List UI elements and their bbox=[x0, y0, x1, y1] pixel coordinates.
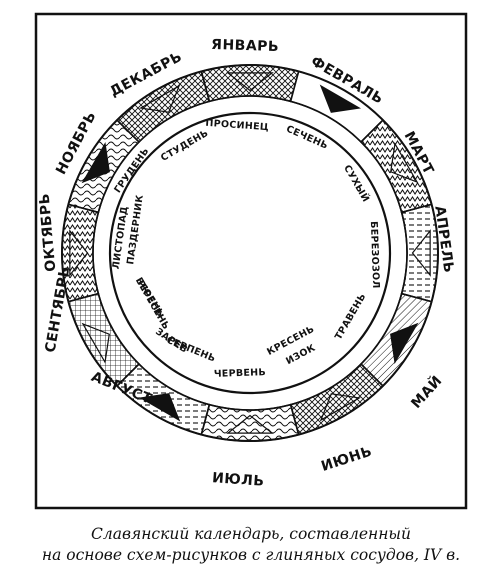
sector-november-motif bbox=[81, 141, 110, 184]
inner-label-cherven: ЧЕРВЕНЬ bbox=[214, 367, 267, 380]
inner-label-veresen: ВЕРЕСЕНЬ bbox=[133, 276, 172, 332]
inner-label-pazdernik: ПАЗДЕРНИК bbox=[125, 194, 146, 265]
sector-layer bbox=[61, 64, 439, 442]
ring-mid-border bbox=[92, 95, 408, 411]
sector-may-motif bbox=[390, 322, 419, 365]
month-label-october: ОКТЯБРЬ bbox=[37, 192, 60, 272]
sector-december-motif bbox=[138, 84, 181, 113]
inner-label-sechen: СЕЧЕНЬ bbox=[284, 124, 329, 152]
inner-label-studen: СТУДЕНЬ bbox=[159, 128, 210, 164]
month-label-may: МАЙ bbox=[408, 372, 446, 412]
sector-july-motif bbox=[226, 414, 274, 434]
month-label-january: ЯНВАРЬ bbox=[211, 37, 279, 55]
calendar-diagram: ЯНВАРЬ ФЕВРАЛЬ МАРТ АПРЕЛЬ МАЙ ИЮНЬ ИЮЛЬ… bbox=[34, 12, 468, 510]
caption-line-1: Славянский календарь, составленный bbox=[90, 525, 412, 543]
caption-line-2: на основе схем-рисунков с глиняных сосуд… bbox=[41, 546, 461, 564]
sector-february-motif bbox=[319, 84, 362, 113]
inner-label-prosinets: ПРОСИНЕЦ bbox=[205, 118, 269, 133]
inner-label-berezozol: БЕРЕЗОЗОЛ bbox=[368, 221, 381, 289]
figure-caption: Славянский календарь, составленный на ос… bbox=[0, 524, 502, 566]
sector-october-motif bbox=[69, 229, 89, 277]
inner-label-sukhyi: СУХЫЙ bbox=[341, 163, 372, 204]
sector-april-motif bbox=[411, 229, 431, 277]
outer-frame bbox=[34, 12, 468, 510]
sector-march-motif bbox=[390, 141, 419, 184]
month-label-june: ИЮНЬ bbox=[319, 443, 374, 474]
ring-outer-border bbox=[61, 64, 439, 442]
sector-september-motif bbox=[81, 322, 110, 365]
ring-inner-border bbox=[108, 111, 392, 395]
sector-january-motif bbox=[226, 72, 274, 92]
sector-august-motif bbox=[138, 393, 181, 422]
month-label-july: ИЮЛЬ bbox=[212, 470, 265, 490]
sector-june-motif bbox=[319, 393, 362, 422]
month-label-september: СЕНТЯБРЬ bbox=[43, 265, 74, 354]
